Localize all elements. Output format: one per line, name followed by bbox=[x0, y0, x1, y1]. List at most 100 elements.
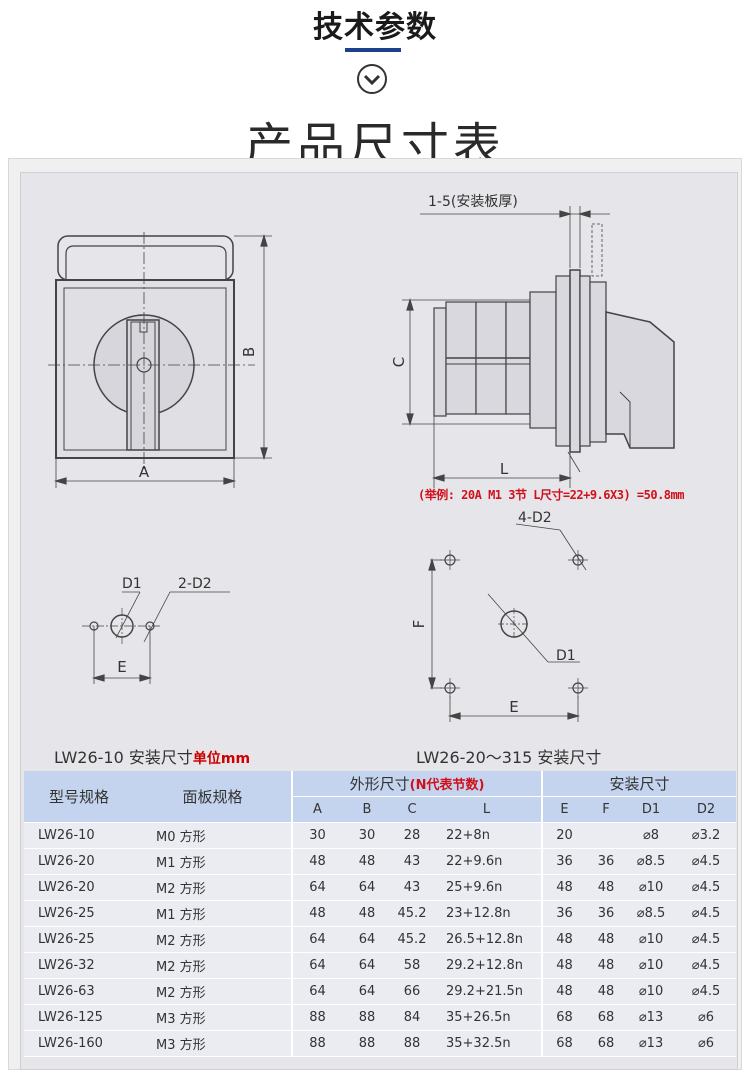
table-cell: 48 bbox=[541, 926, 587, 953]
table-cell: 28 bbox=[392, 822, 432, 849]
table-cell: M2 方形 bbox=[134, 952, 292, 979]
table-cell: 35+32.5n bbox=[432, 1030, 543, 1057]
table-cell: 30 bbox=[291, 822, 342, 849]
table-cell: 68 bbox=[541, 1004, 587, 1031]
table-cell: LW26-20 bbox=[24, 848, 134, 875]
table-cell: ⌀13 bbox=[626, 1030, 677, 1057]
table-cell: 48 bbox=[541, 952, 587, 979]
table-cell: 68 bbox=[541, 1030, 587, 1057]
table-cell: M2 方形 bbox=[134, 874, 292, 901]
table-cell: 88 bbox=[392, 1030, 432, 1057]
table-cell: ⌀4.5 bbox=[676, 926, 737, 953]
table-cell: ⌀4.5 bbox=[676, 900, 737, 927]
table-cell: 88 bbox=[342, 1030, 392, 1057]
table-cell: 30 bbox=[342, 822, 392, 849]
dim-label-d2-left: 2-D2 bbox=[178, 576, 212, 592]
table-cell: 26.5+12.8n bbox=[432, 926, 543, 953]
dim-label-f: F bbox=[410, 620, 428, 629]
subheader-d2: D2 bbox=[676, 796, 737, 823]
switch-lever bbox=[126, 319, 160, 451]
table-cell: ⌀10 bbox=[626, 952, 677, 979]
table-cell: ⌀8.5 bbox=[626, 900, 677, 927]
table-cell: ⌀10 bbox=[626, 978, 677, 1005]
table-cell: 64 bbox=[342, 926, 392, 953]
table-cell: 29.2+21.5n bbox=[432, 978, 543, 1005]
table-cell: 20 bbox=[541, 822, 587, 849]
table-cell: 64 bbox=[291, 978, 342, 1005]
subheader-f: F bbox=[586, 796, 627, 823]
table-cell: 64 bbox=[291, 952, 342, 979]
dim-label-d1-left: D1 bbox=[122, 576, 142, 592]
table-cell: 36 bbox=[586, 848, 627, 875]
table-cell: LW26-25 bbox=[24, 926, 134, 953]
table-cell: ⌀4.5 bbox=[676, 848, 737, 875]
table-cell: 36 bbox=[586, 900, 627, 927]
caption-lw26-20-315: LW26-20～315 安装尺寸 bbox=[416, 748, 602, 767]
section-title: 技术参数 bbox=[313, 10, 437, 45]
table-cell: LW26-32 bbox=[24, 952, 134, 979]
table-cell: ⌀4.5 bbox=[676, 874, 737, 901]
table-cell: 58 bbox=[392, 952, 432, 979]
table-cell: LW26-25 bbox=[24, 900, 134, 927]
table-cell: 64 bbox=[342, 874, 392, 901]
table-cell: 88 bbox=[342, 1004, 392, 1031]
table-cell: ⌀10 bbox=[626, 926, 677, 953]
header-model: 型号规格 bbox=[24, 771, 134, 823]
table-cell: 64 bbox=[342, 952, 392, 979]
table-cell: M2 方形 bbox=[134, 926, 292, 953]
table-cell: LW26-20 bbox=[24, 874, 134, 901]
table-cell: 35+26.5n bbox=[432, 1004, 543, 1031]
table-cell: ⌀8.5 bbox=[626, 848, 677, 875]
table-cell: 25+9.6n bbox=[432, 874, 543, 901]
subheader-c: C bbox=[392, 796, 432, 823]
table-cell: 48 bbox=[342, 900, 392, 927]
subheader-l: L bbox=[432, 796, 543, 823]
table-cell: M1 方形 bbox=[134, 848, 292, 875]
dim-label-a: A bbox=[139, 463, 150, 481]
table-cell: 88 bbox=[291, 1004, 342, 1031]
table-cell: 22+9.6n bbox=[432, 848, 543, 875]
table-cell: ⌀6 bbox=[676, 1030, 737, 1057]
table-cell: ⌀8 bbox=[626, 822, 677, 849]
table-cell: 48 bbox=[586, 926, 627, 953]
table-cell: 48 bbox=[541, 874, 587, 901]
dim-label-d1-right: D1 bbox=[556, 648, 576, 664]
dim-label-l: L bbox=[500, 460, 509, 478]
table-cell: 64 bbox=[291, 926, 342, 953]
table-cell: 84 bbox=[392, 1004, 432, 1031]
table-cell: 45.2 bbox=[392, 926, 432, 953]
technical-drawing: A B C L 1-5(安装板厚) E D1 2-D2 F E D1 4-D2 bbox=[48, 194, 675, 722]
table-cell: M3 方形 bbox=[134, 1004, 292, 1031]
table-cell: ⌀4.5 bbox=[676, 978, 737, 1005]
table-cell: 43 bbox=[392, 874, 432, 901]
table-cell: ⌀3.2 bbox=[676, 822, 737, 849]
subheader-b: B bbox=[342, 796, 392, 823]
table-cell: ⌀10 bbox=[626, 874, 677, 901]
table-cell: 36 bbox=[541, 848, 587, 875]
table-cell: 88 bbox=[291, 1030, 342, 1057]
dim-label-c: C bbox=[390, 357, 408, 367]
table-cell: M2 方形 bbox=[134, 978, 292, 1005]
table-cell: ⌀4.5 bbox=[676, 952, 737, 979]
example-calculation: (举例: 20A M1 3节 L尺寸=22+9.6X3) =50.8mm bbox=[418, 488, 684, 502]
table-cell: LW26-160 bbox=[24, 1030, 134, 1057]
subheader-d1: D1 bbox=[626, 796, 677, 823]
table-cell: 48 bbox=[291, 900, 342, 927]
dim-label-plate: 1-5(安装板厚) bbox=[428, 194, 518, 210]
caption-lw26-10: LW26-10 安装尺寸单位mm bbox=[54, 748, 251, 767]
table-cell: 36 bbox=[541, 900, 587, 927]
table-cell: 22+8n bbox=[432, 822, 543, 849]
table-cell: LW26-10 bbox=[24, 822, 134, 849]
table-cell: 64 bbox=[291, 874, 342, 901]
table-cell: 68 bbox=[586, 1004, 627, 1031]
table-cell: LW26-63 bbox=[24, 978, 134, 1005]
table-cell bbox=[586, 822, 627, 849]
subheader-e: E bbox=[541, 796, 587, 823]
